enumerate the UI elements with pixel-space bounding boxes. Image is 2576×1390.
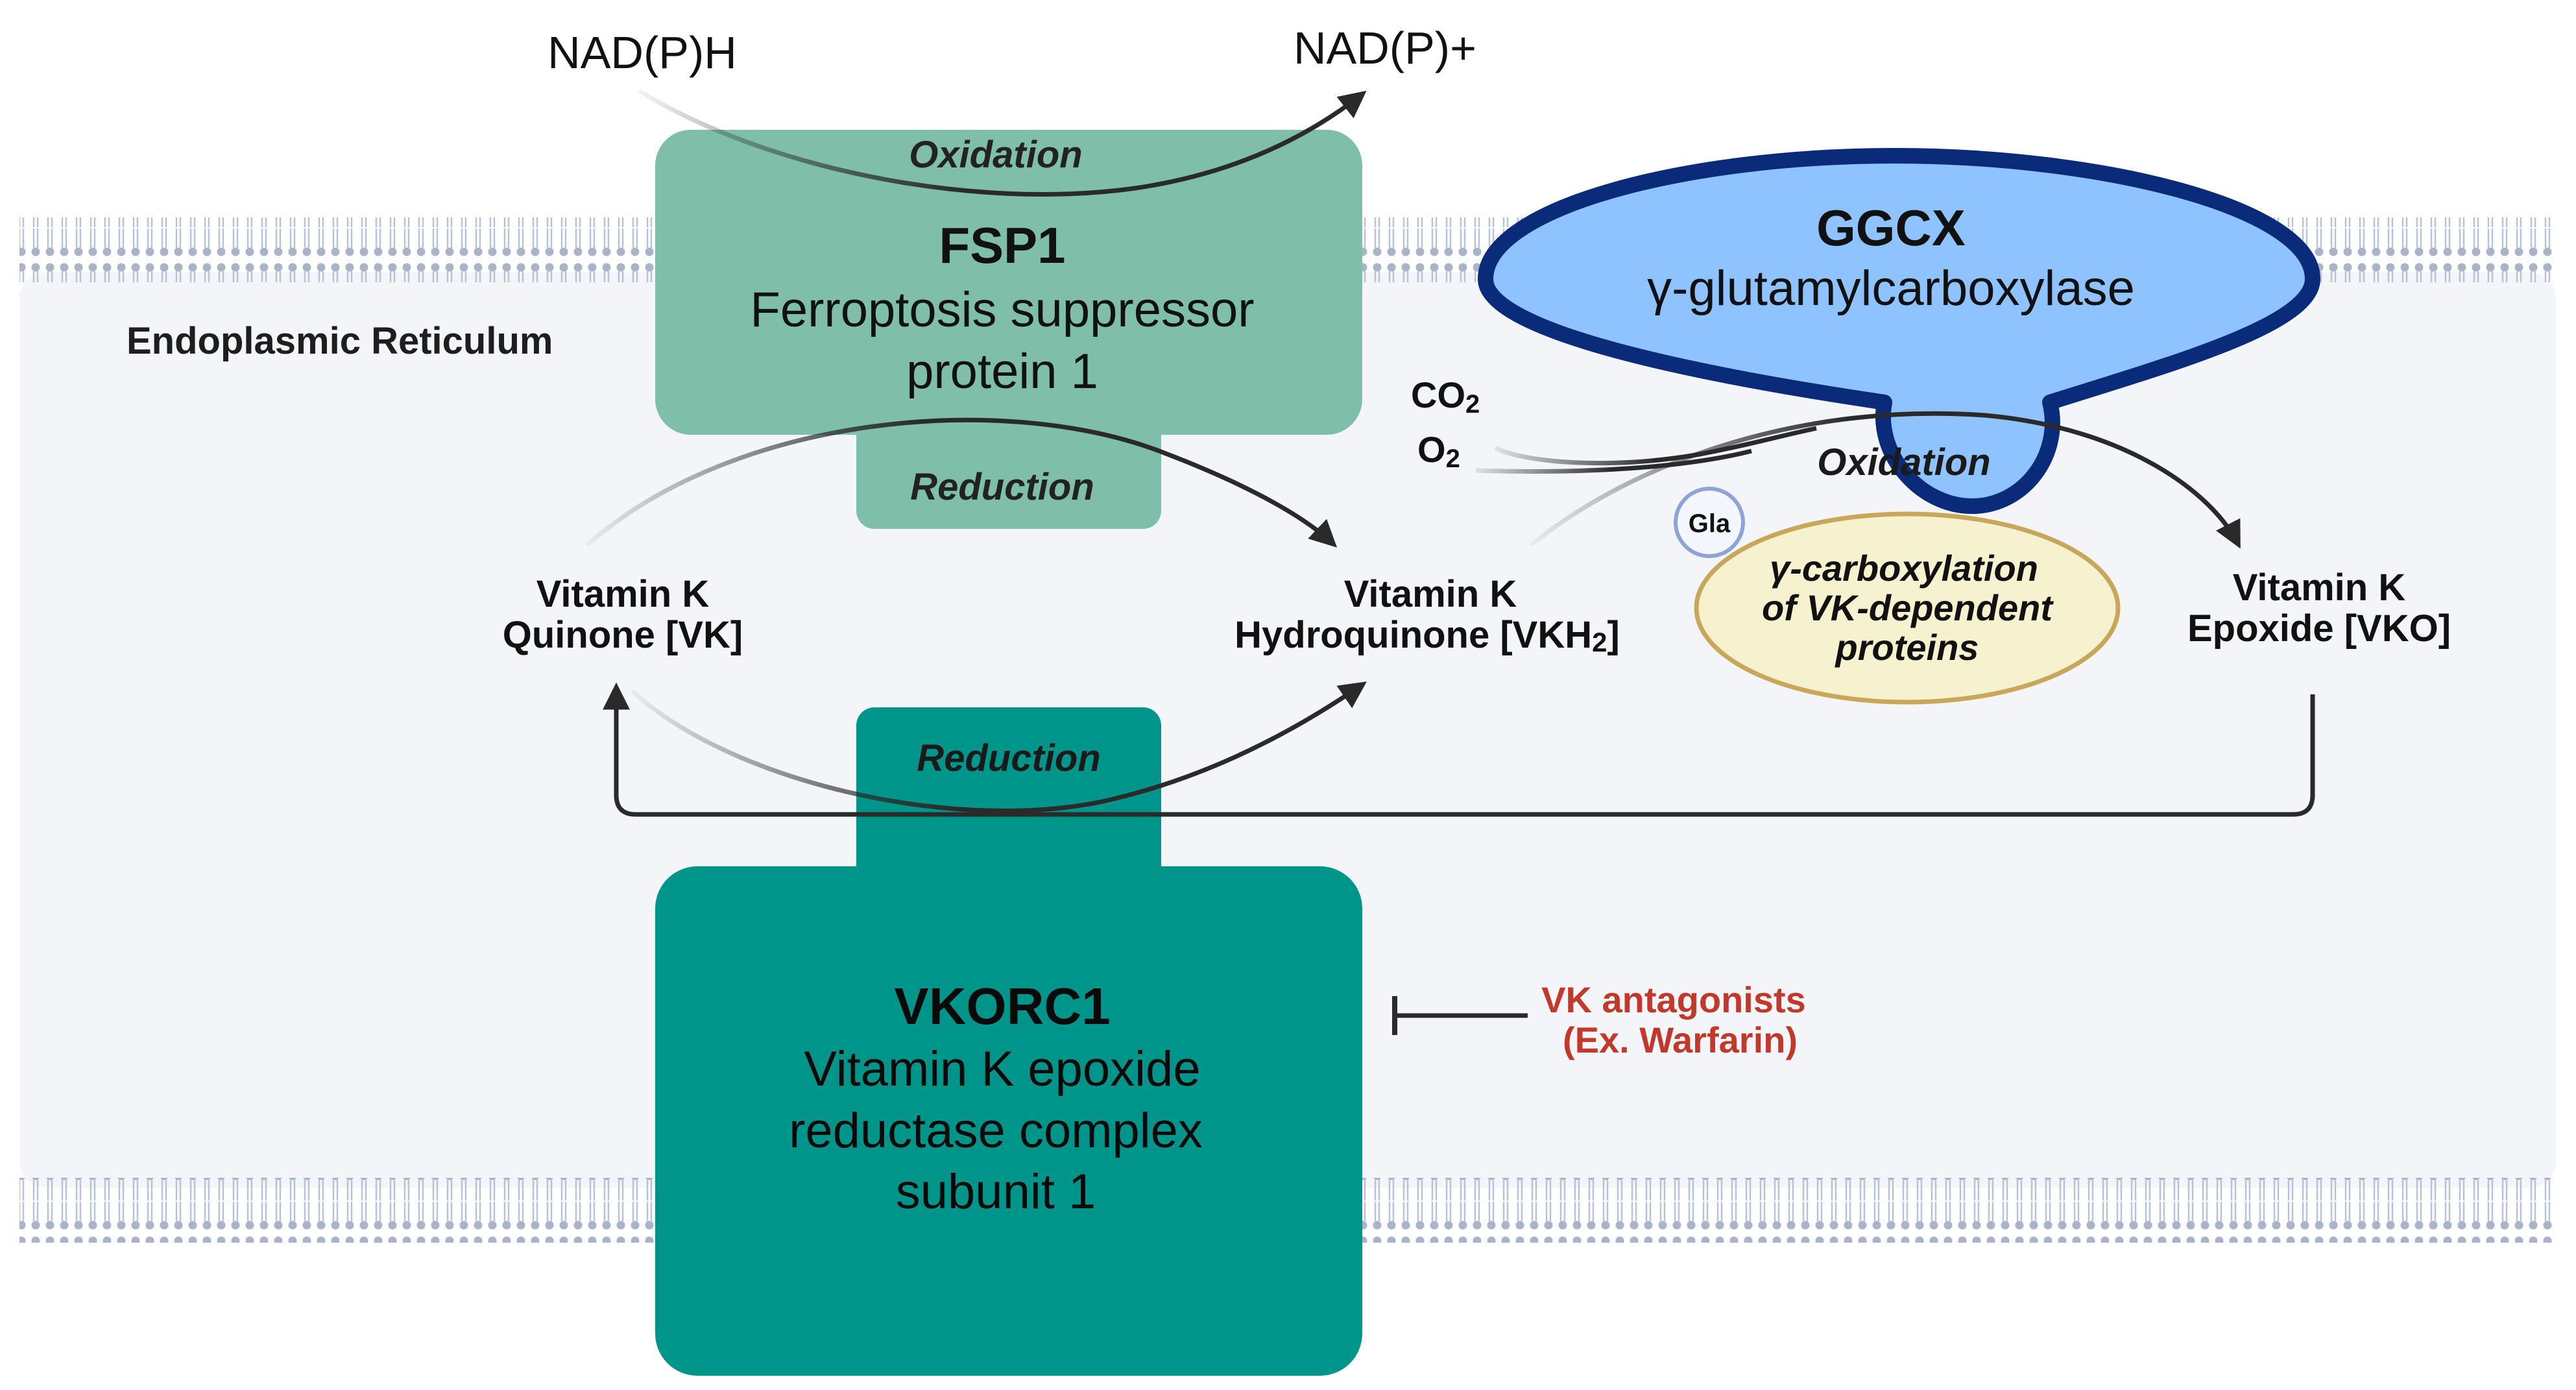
arrow-vkh2-to-vko-ggcx xyxy=(1529,411,2241,549)
carboxylation-ellipse xyxy=(1694,511,2121,705)
ggcx-desc: γ-glutamylcarboxylase xyxy=(1647,261,2135,316)
arrow-nadph-to-nadp xyxy=(638,89,1367,197)
vkh2-label-line2: Hydroquinone [VKH2] xyxy=(1234,614,1620,657)
fsp1-oxidation-label: Oxidation xyxy=(909,134,1082,176)
vkorc1-desc-line2: reductase complex xyxy=(789,1103,1203,1158)
vko-label-line2: Epoxide [VKO] xyxy=(2187,607,2451,650)
ggcx-oxidation-label: Oxidation xyxy=(1817,441,1990,483)
gla-label: Gla xyxy=(1689,509,1731,538)
carboxylation-line3: proteins xyxy=(1835,627,1979,668)
antagonists-line2: (Ex. Warfarin) xyxy=(1563,1019,1798,1060)
nadph-label: NAD(P)H xyxy=(548,27,737,78)
vk-label-line2: Quinone [VK] xyxy=(503,614,743,656)
vkorc1-reduction-label: Reduction xyxy=(917,737,1101,779)
inhibition-symbol xyxy=(1392,996,1528,1035)
vkorc1-protein xyxy=(655,707,1362,1376)
fsp1-desc-line1: Ferroptosis suppressor xyxy=(750,282,1254,337)
o2-label: O2 xyxy=(1417,429,1460,473)
antagonists-line1: VK antagonists xyxy=(1541,979,1806,1020)
arrow-vk-to-vkh2-vkorc1 xyxy=(631,681,1367,813)
vk-label-line1: Vitamin K xyxy=(536,573,710,615)
fsp1-name: FSP1 xyxy=(939,217,1065,274)
arrow-vk-to-vkh2-fsp1 xyxy=(585,417,1338,548)
carboxylation-line2: of VK-dependent xyxy=(1762,587,2054,628)
vko-label-line1: Vitamin K xyxy=(2233,567,2406,609)
gla-badge xyxy=(1674,487,1745,558)
vkorc1-desc-line3: subunit 1 xyxy=(896,1164,1096,1219)
fsp1-protein xyxy=(655,130,1362,529)
vkh2-label-line1: Vitamin K xyxy=(1344,573,1517,615)
ggcx-protein xyxy=(1478,148,2320,514)
ggcx-name: GGCX xyxy=(1816,199,1966,256)
carboxylation-line1: γ-carboxylation xyxy=(1770,548,2038,589)
o2-line xyxy=(1475,448,1752,474)
co2-label: CO2 xyxy=(1411,374,1480,419)
arrow-vko-to-vk-recycle xyxy=(603,682,2315,817)
vkorc1-name: VKORC1 xyxy=(894,977,1110,1035)
er-label: Endoplasmic Reticulum xyxy=(126,320,553,362)
vkorc1-desc-line1: Vitamin K epoxide xyxy=(804,1042,1200,1097)
co2-line xyxy=(1494,426,1817,466)
fsp1-desc-line2: protein 1 xyxy=(906,344,1098,399)
nadp-label: NAD(P)+ xyxy=(1294,23,1476,73)
fsp1-reduction-label: Reduction xyxy=(910,466,1094,508)
